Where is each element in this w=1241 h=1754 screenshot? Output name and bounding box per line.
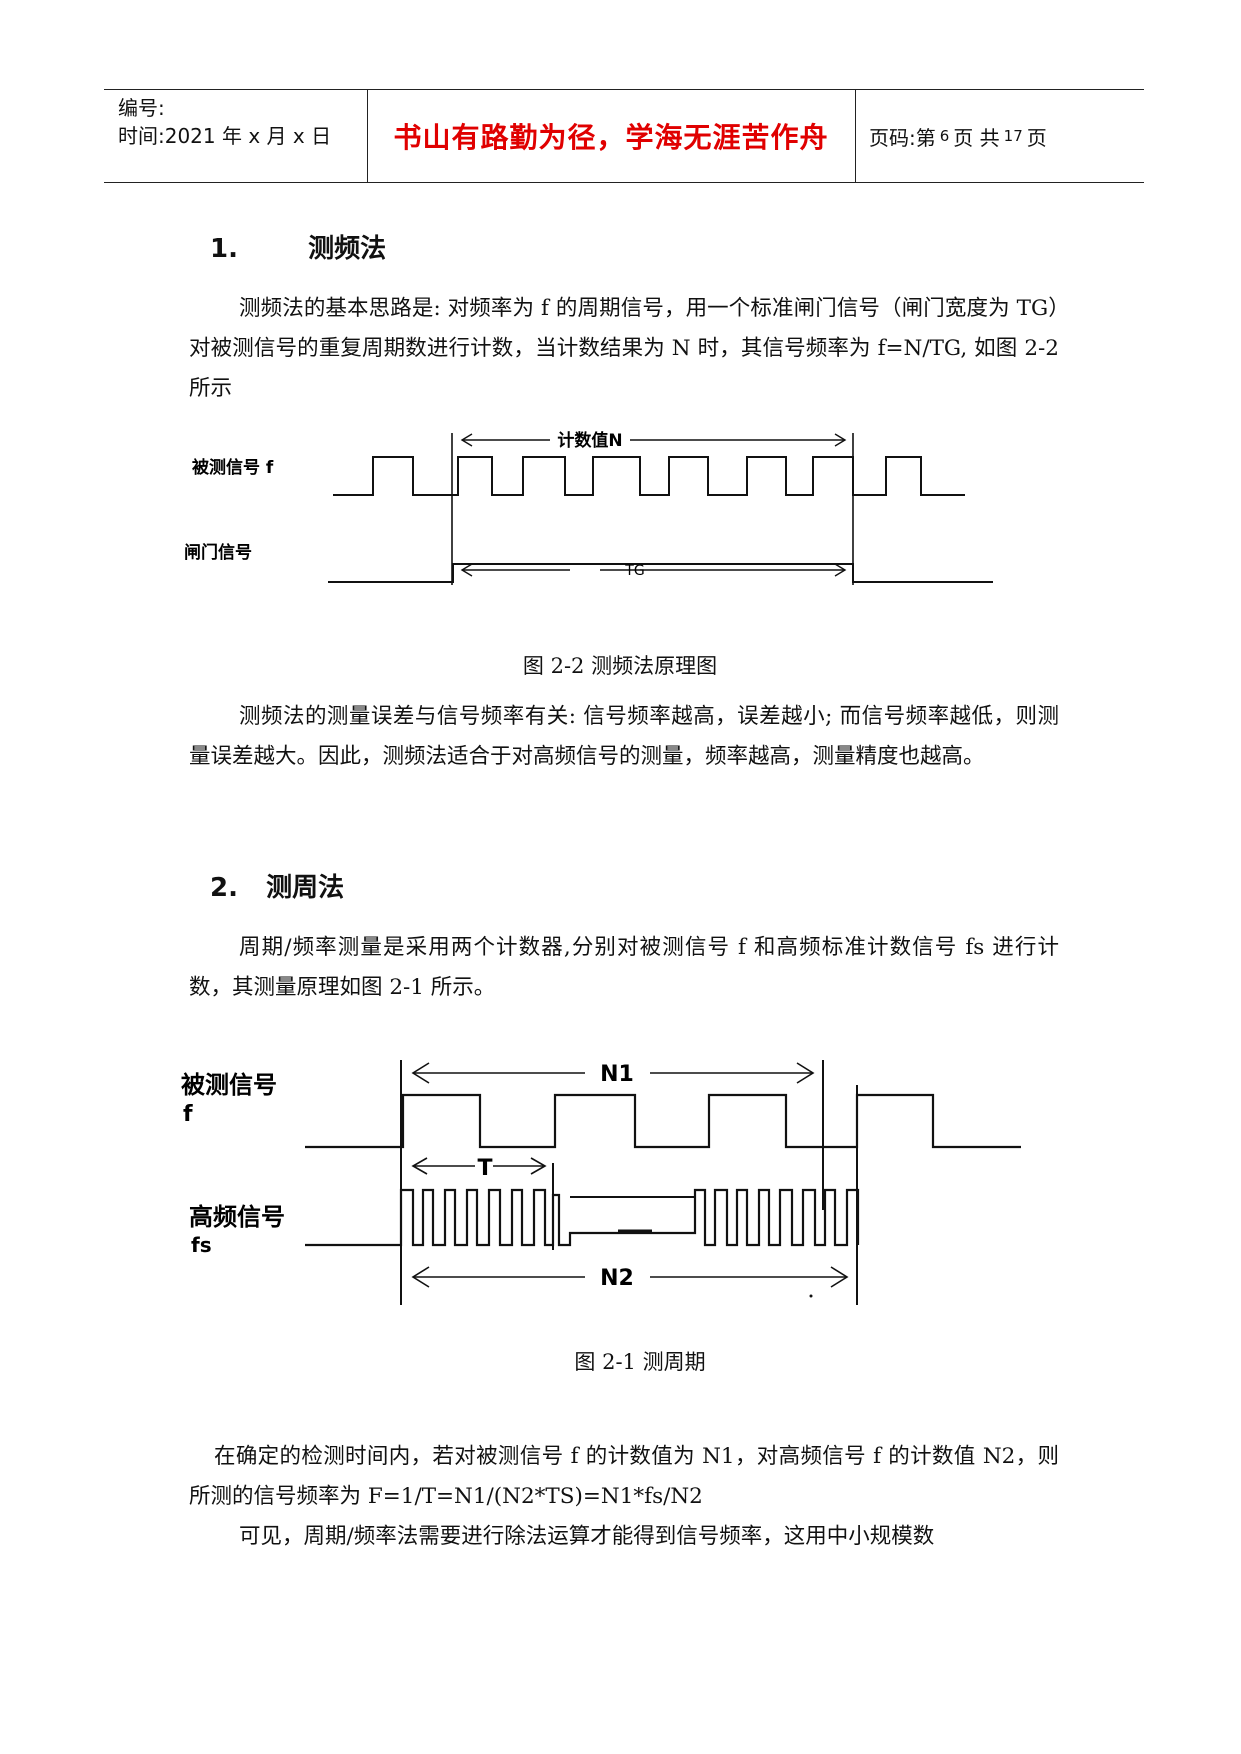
page-total: 17 — [1003, 127, 1023, 145]
page-header: 编号: 时间:2021 年 x 月 x 日 书山有路勤为径，学海无涯苦作舟 页码… — [104, 89, 1144, 183]
label-measured-signal: 被测信号 — [181, 1071, 277, 1099]
label-high-freq-fs: fs — [191, 1233, 212, 1257]
figure-caption: 图 2-1 测周期 — [574, 1350, 706, 1374]
section-number: 2. — [210, 873, 238, 903]
label-t: T — [477, 1156, 492, 1181]
period-method-diagram: 被测信号 f 高频信号 fs N1 T N2 — [181, 1060, 1021, 1305]
page-mid: 页 共 — [953, 125, 1000, 150]
paragraph-text: 在确定的检测时间内，若对被测信号 f 的计数值为 N1，对高频信号 f 的计数值… — [189, 1444, 1059, 1509]
measured-signal-waveform — [333, 456, 965, 496]
page-current: 6 — [939, 127, 950, 145]
section-heading-2: 2. 测周法 — [210, 867, 344, 904]
figure-caption: 图 2-2 测频法原理图 — [522, 654, 718, 678]
label-count-n: 计数值N — [557, 430, 622, 451]
paragraph-text: 周期/频率测量是采用两个计数器,分别对被测信号 f 和高频标准计数信号 fs 进… — [189, 935, 1059, 1000]
paragraph: 测频法的基本思路是: 对频率为 f 的周期信号，用一个标准闸门信号（闸门宽度为 … — [189, 289, 1059, 409]
doc-number-label: 编号: — [118, 96, 165, 120]
page-suffix: 页 — [1026, 125, 1047, 150]
label-tg: TG — [624, 563, 644, 579]
paragraph-text: 测频法的基本思路是: 对频率为 f 的周期信号，用一个标准闸门信号（闸门宽度为 … — [189, 296, 1059, 401]
gate-signal-waveform — [328, 563, 993, 583]
doc-time-label: 时间:2021 年 x 月 x 日 — [118, 124, 332, 148]
high-freq-waveform — [305, 1188, 860, 1247]
page-prefix: 页码:第 — [869, 125, 936, 150]
label-signal-f: 被测信号 f — [192, 457, 274, 478]
header-meta: 编号: 时间:2021 年 x 月 x 日 — [118, 94, 368, 150]
header-motto: 书山有路勤为径，学海无涯苦作舟 — [393, 121, 829, 154]
label-measured-signal-f: f — [183, 1102, 193, 1127]
label-high-freq-signal: 高频信号 — [189, 1203, 285, 1231]
label-gate-signal: 闸门信号 — [184, 542, 252, 563]
section-title: 测频法 — [308, 234, 387, 264]
paragraph: 周期/频率测量是采用两个计数器,分别对被测信号 f 和高频标准计数信号 fs 进… — [189, 928, 1059, 1008]
section-title: 测周法 — [266, 873, 345, 903]
section-number: 1. — [210, 234, 238, 264]
paragraph-text: 可见，周期/频率法需要进行除法运算才能得到信号频率，这用中小规模数 — [239, 1524, 935, 1549]
paragraph: 测频法的测量误差与信号频率有关: 信号频率越高，误差越小; 而信号频率越低，则测… — [189, 697, 1059, 777]
header-divider — [367, 90, 368, 182]
label-n2: N2 — [600, 1266, 634, 1291]
measured-signal-waveform — [305, 1093, 1021, 1149]
paragraph: 可见，周期/频率法需要进行除法运算才能得到信号频率，这用中小规模数 — [189, 1517, 1059, 1557]
paragraph-text: 测频法的测量误差与信号频率有关: 信号频率越高，误差越小; 而信号频率越低，则测… — [189, 704, 1059, 769]
paragraph: 在确定的检测时间内，若对被测信号 f 的计数值为 N1，对高频信号 f 的计数值… — [189, 1437, 1059, 1517]
page-indicator: 页码:第 6 页 共 17 页 — [855, 90, 1144, 182]
header-divider — [855, 90, 856, 182]
label-n1: N1 — [600, 1062, 634, 1087]
section-heading-1: 1. 测频法 — [210, 228, 386, 265]
frequency-method-diagram: 被测信号 f 闸门信号 计数值N TG — [184, 430, 993, 585]
